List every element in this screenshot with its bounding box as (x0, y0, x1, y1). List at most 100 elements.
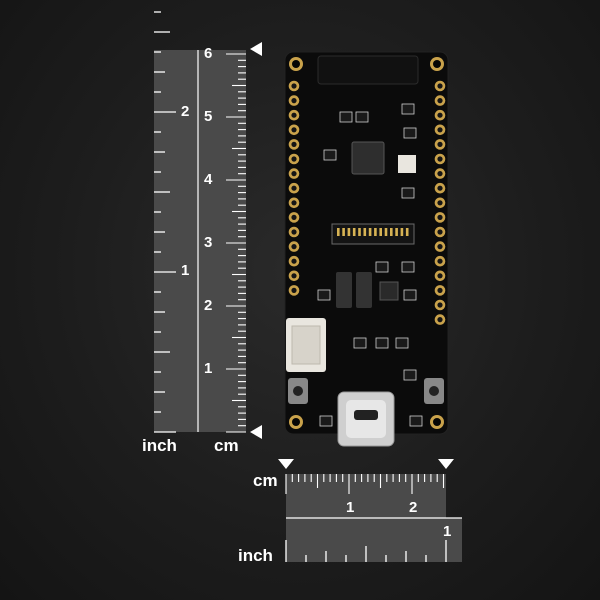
fpc-connector (331, 223, 415, 245)
header-pin-hole (291, 141, 297, 147)
horizontal-ruler-inch-strip (286, 518, 462, 562)
header-pin-hole (291, 83, 297, 89)
header-pin-hole (437, 273, 443, 279)
smd-part (401, 261, 415, 273)
component (336, 272, 352, 308)
vertical-ruler-inch-label: inch (142, 436, 177, 455)
vertical-ruler-inch-strip (154, 50, 198, 432)
vertical-ruler-inch-number: 1 (181, 262, 190, 279)
fpc-contact (352, 228, 356, 236)
horizontal-ruler-left-marker (278, 459, 294, 469)
fpc-contact (390, 228, 393, 236)
header-pin-hole (437, 317, 443, 323)
horizontal-ruler-cm-number: 2 (409, 499, 418, 516)
header-pin-hole (437, 185, 443, 191)
header-pin-hole (437, 287, 443, 293)
vertical-ruler-top-marker (250, 42, 262, 56)
header-pin-hole (291, 244, 297, 250)
horizontal-ruler-inch-label: inch (238, 546, 273, 565)
mounting-hole-center (433, 60, 441, 68)
fpc-contact (379, 228, 382, 236)
fpc-contact (395, 228, 398, 236)
vertical-ruler-inch-number: 2 (181, 103, 190, 120)
header-pin-hole (291, 287, 297, 293)
header-pin-hole (291, 200, 297, 206)
fpc-contact (384, 228, 388, 236)
horizontal-ruler-inch-number: 1 (443, 523, 452, 540)
header-pin-hole (437, 98, 443, 104)
smd-part (353, 337, 367, 349)
header-pin-hole (291, 156, 297, 162)
smd-part (403, 127, 417, 139)
vertical-ruler-cm-number: 4 (204, 171, 213, 188)
smd-part (355, 111, 369, 123)
horizontal-ruler-right-marker (438, 459, 454, 469)
reset-button-cap (429, 386, 439, 396)
header-pin-hole (291, 273, 297, 279)
header-pin-hole (437, 229, 443, 235)
horizontal-ruler-cm-number: 1 (346, 499, 355, 516)
fpc-contact (358, 228, 361, 236)
header-pin-hole (437, 127, 443, 133)
header-pin-hole (437, 200, 443, 206)
vertical-ruler-cm-number: 6 (204, 45, 213, 62)
fpc-contact (337, 228, 340, 236)
smd-part (319, 415, 333, 427)
fpc-contact (347, 228, 351, 236)
header-pin-hole (437, 156, 443, 162)
regulator-chip (379, 281, 399, 301)
led (398, 155, 416, 173)
vertical-ruler-cm-number: 5 (204, 108, 213, 125)
smd-part (403, 289, 417, 301)
smd-part (403, 369, 417, 381)
header-pin-hole (291, 112, 297, 118)
smd-part (375, 261, 389, 273)
vertical-ruler-cm-number: 3 (204, 234, 213, 251)
smd-part (375, 337, 389, 349)
smd-part (401, 103, 415, 115)
mounting-hole-center (292, 60, 300, 68)
smd-part (395, 337, 409, 349)
dev-board (284, 51, 449, 447)
header-pin-hole (437, 112, 443, 118)
header-pin-hole (437, 214, 443, 220)
vertical-ruler-cm-number: 1 (204, 360, 213, 377)
header-pin-hole (291, 171, 297, 177)
battery-connector-socket (291, 325, 321, 365)
horizontal-ruler-cm-strip (286, 474, 446, 518)
header-pin-hole (437, 258, 443, 264)
header-pin-hole (291, 98, 297, 104)
usb-c-port-slot (354, 410, 378, 420)
component (356, 272, 372, 308)
smd-part (317, 289, 331, 301)
smd-part (401, 187, 415, 199)
main-chip (351, 141, 385, 175)
header-pin-hole (437, 302, 443, 308)
header-pin-hole (291, 127, 297, 133)
horizontal-ruler-cm-label: cm (253, 471, 278, 490)
smd-part (409, 415, 423, 427)
header-pin-hole (291, 258, 297, 264)
fpc-contact (374, 228, 377, 236)
header-pin-hole (437, 171, 443, 177)
fpc-contact (405, 228, 409, 236)
header-pin-hole (437, 141, 443, 147)
header-pin-hole (291, 214, 297, 220)
vertical-ruler-bottom-marker (250, 425, 262, 439)
fpc-contact (363, 228, 367, 236)
fpc-contact (342, 228, 345, 236)
header-pin-hole (437, 244, 443, 250)
vertical-ruler-cm-label: cm (214, 436, 239, 455)
smd-part (339, 111, 353, 123)
smd-part (323, 149, 337, 161)
header-pin-hole (437, 83, 443, 89)
boot-button-cap (293, 386, 303, 396)
header-pin-hole (291, 185, 297, 191)
vertical-ruler-cm-strip (198, 50, 246, 432)
header-pin-hole (291, 229, 297, 235)
mounting-hole-center (433, 418, 441, 426)
vertical-ruler-cm-number: 2 (204, 297, 213, 314)
mounting-hole-center (292, 418, 300, 426)
